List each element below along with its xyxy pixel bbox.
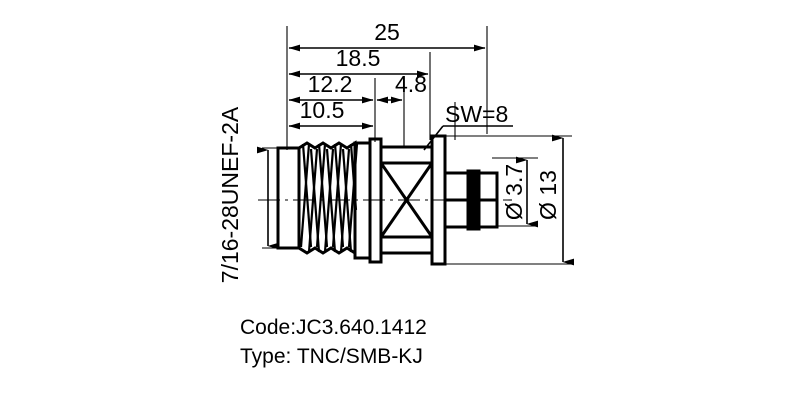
rear-cylinder (276, 146, 301, 250)
thread-spec-dimension: 7/16-28UNEF-2A (217, 106, 279, 283)
horizontal-dimension-labels: 25 18.5 12.2 4.8 10.5 (300, 19, 427, 123)
dim-text-flange-dia: Ø 13 (535, 170, 561, 220)
vertical-dimension-labels: Ø 3.7 Ø 13 (501, 164, 561, 220)
horizontal-dimensions (288, 44, 486, 130)
thread-flank-lines (299, 143, 359, 253)
dim-text-12-2: 12.2 (308, 71, 353, 97)
dim-text-10-5: 10.5 (300, 97, 345, 123)
vertical-dimensions (516, 134, 574, 266)
thread-spec-label: 7/16-28UNEF-2A (217, 106, 243, 283)
threaded-section (297, 140, 359, 256)
caption-type: Type: TNC/SMB-KJ (240, 345, 423, 368)
dim-text-18-5: 18.5 (336, 45, 381, 71)
sw-label: SW=8 (445, 101, 508, 127)
dim-text-4-8: 4.8 (395, 71, 427, 97)
dim-text-25: 25 (374, 19, 400, 45)
dim-text-pin-dia: Ø 3.7 (501, 164, 527, 220)
caption-code: Code:JC3.640.1412 (240, 316, 427, 339)
across-flats-callout: SW=8 (423, 101, 513, 151)
